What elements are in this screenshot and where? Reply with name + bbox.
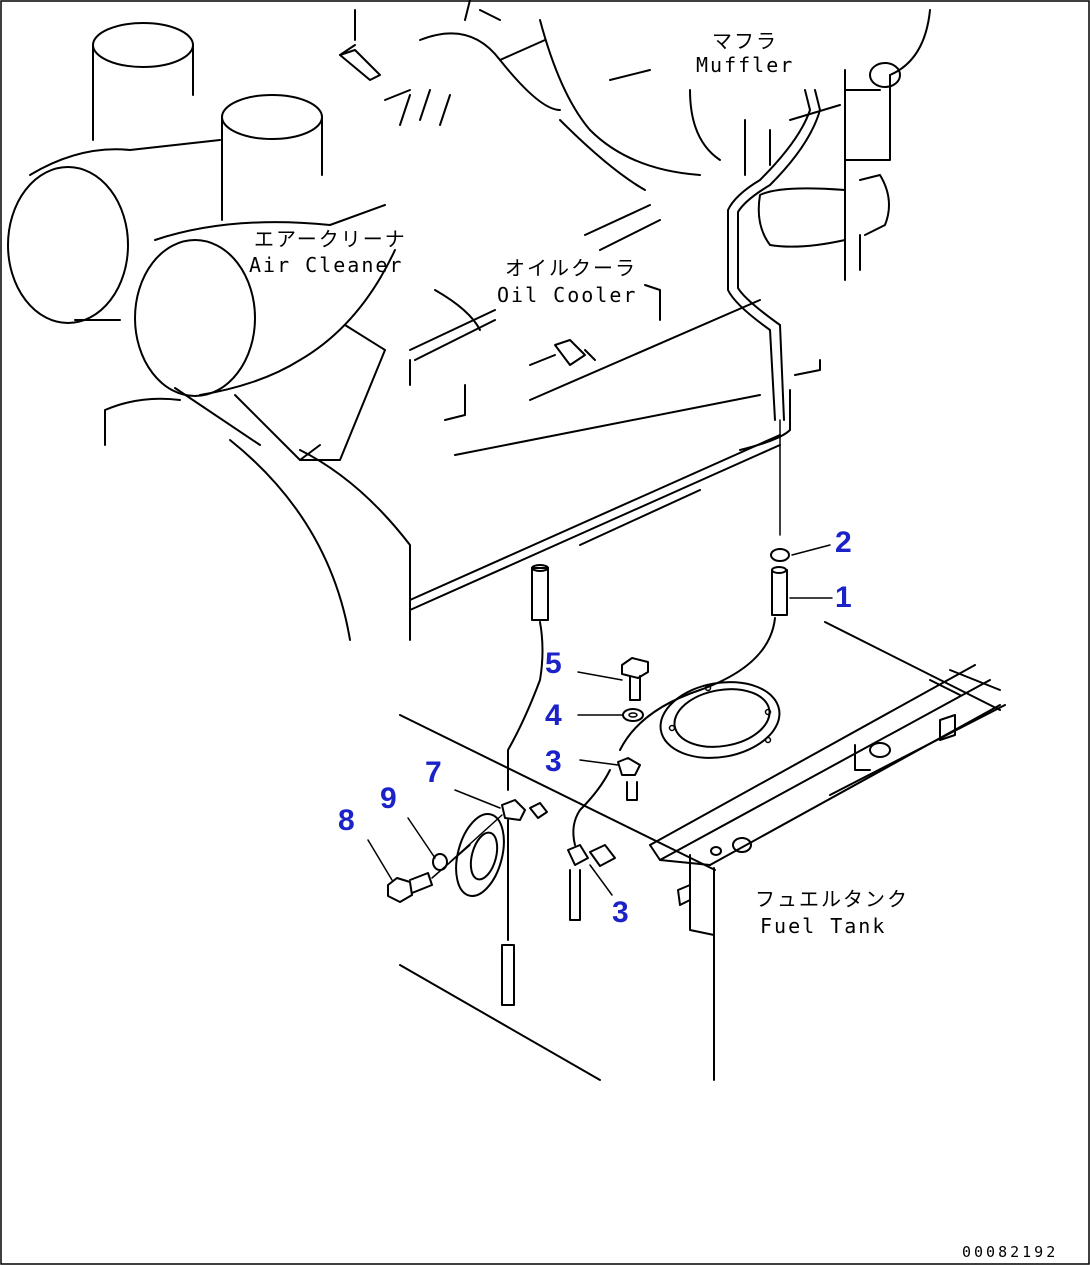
label-air-cleaner-en: Air Cleaner: [249, 253, 403, 277]
clamp-part-7: [501, 799, 526, 821]
left-pipe-drawing: [501, 564, 549, 1006]
washer-part-9: [432, 853, 448, 871]
label-fuel-tank-en: Fuel Tank: [760, 914, 886, 938]
bolt-part-5: [621, 657, 649, 679]
hose-upper-left: [531, 567, 549, 621]
callout-1: 1: [835, 581, 852, 614]
fuel-pipe-drawing: [572, 89, 821, 846]
leader-lines: [367, 544, 833, 896]
clip-part-3-lower: [567, 844, 589, 866]
label-oil-cooler-jp: オイルクーラ: [505, 256, 637, 280]
callout-5: 5: [545, 647, 562, 680]
air-cleaner-drawing: [7, 22, 411, 641]
label-air-cleaner-jp: エアークリーナ: [254, 227, 407, 251]
callout-8: 8: [338, 804, 355, 837]
drawing-code: 00082192: [962, 1243, 1058, 1261]
label-fuel-tank-jp: フュエルタンク: [755, 887, 909, 911]
fasteners-drawing: [387, 657, 649, 921]
hose-part-1: [771, 569, 788, 616]
clip-part-3-upper: [617, 757, 641, 776]
callout-3-upper: 3: [545, 745, 562, 778]
muffler-drawing: [744, 9, 931, 281]
label-oil-cooler-en: Oil Cooler: [497, 283, 637, 307]
callout-7: 7: [425, 756, 442, 789]
callout-9: 9: [380, 782, 397, 815]
callout-3-lower: 3: [612, 896, 629, 929]
callout-2: 2: [835, 526, 852, 559]
fuel-tank-drawing: [399, 621, 1006, 1081]
label-muffler-jp: マフラ: [712, 29, 778, 53]
clamp-part-2: [770, 548, 790, 562]
callout-4: 4: [545, 699, 562, 732]
engine-block-drawing: [339, 0, 821, 611]
washer-part-4: [622, 708, 644, 722]
hose-lower-left: [501, 944, 515, 1006]
bolt-part-8: [387, 877, 413, 903]
label-muffler-en: Muffler: [696, 53, 794, 77]
plate-flange: [455, 813, 505, 897]
